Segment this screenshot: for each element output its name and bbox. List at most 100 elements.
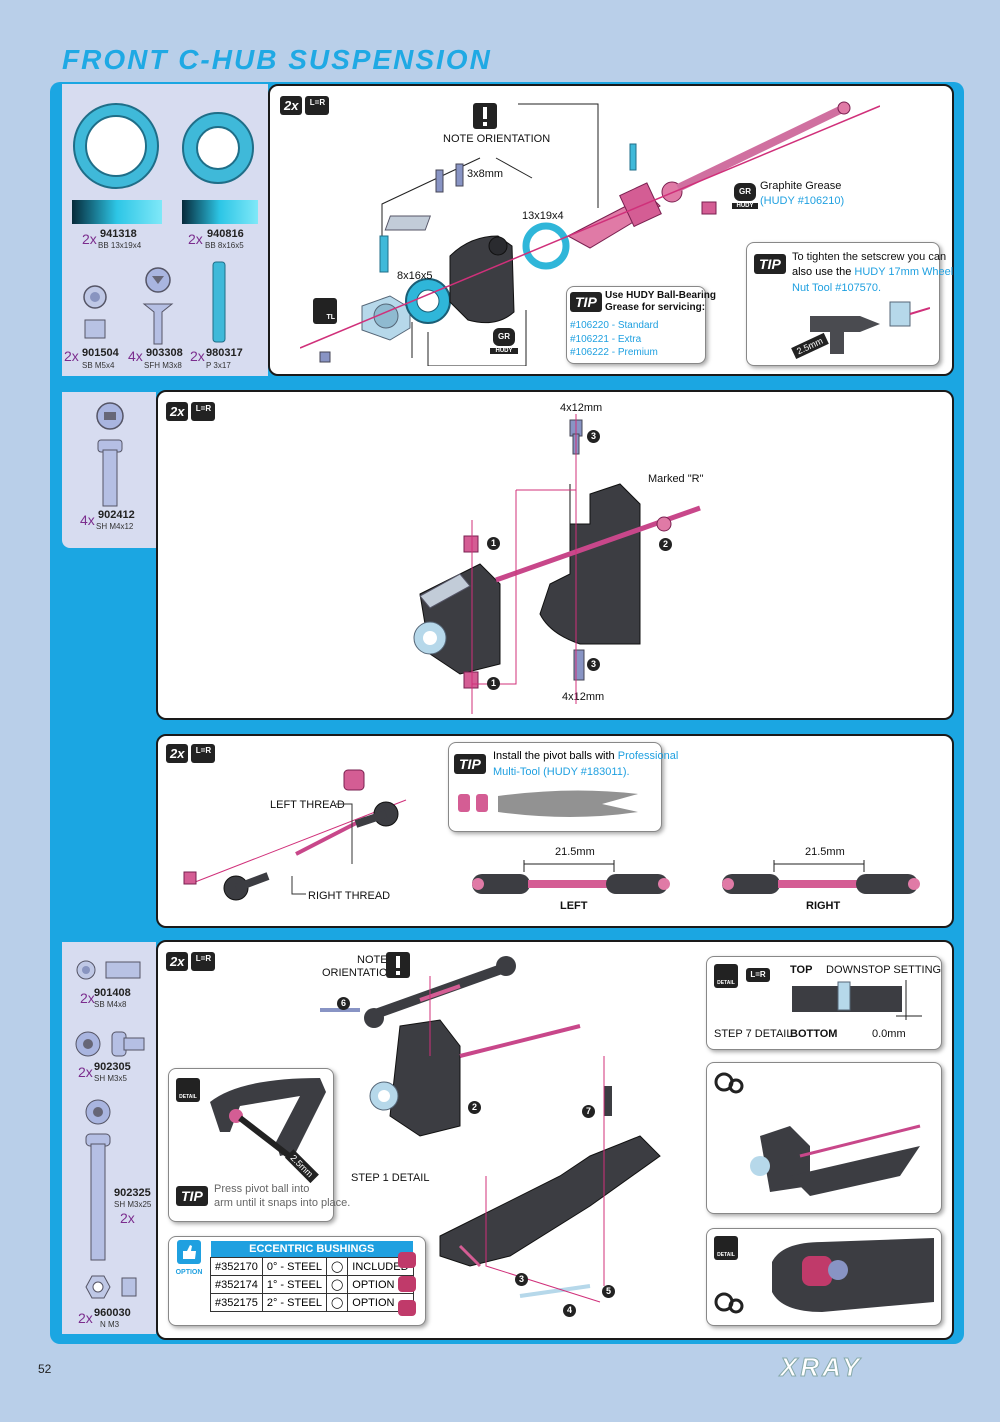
part-desc: P 3x17 bbox=[206, 361, 231, 370]
bearing-size-label: 13x19x4 bbox=[522, 210, 564, 222]
table-cell: 2° - STEEL bbox=[261, 1293, 327, 1312]
thumbs-up-icon bbox=[177, 1240, 201, 1264]
step-marker: 3 bbox=[587, 658, 600, 671]
detail-icon: DETAIL bbox=[176, 1078, 200, 1102]
bottom-label: BOTTOM bbox=[790, 1028, 838, 1040]
detail-icon: DETAIL bbox=[714, 1236, 738, 1260]
bearing-size-label: 8x16x5 bbox=[397, 270, 433, 282]
tip-text-link: HUDY 17mm Wheel bbox=[854, 266, 954, 278]
part-number: 980317 bbox=[206, 347, 243, 359]
tip-text: To tighten the setscrew you can bbox=[792, 251, 947, 263]
step-marker: 3 bbox=[587, 430, 600, 443]
table-cell: 0° - STEEL bbox=[261, 1257, 327, 1276]
lr-badge: L=R bbox=[191, 402, 216, 421]
tip-text-line: Install the pivot balls with Professiona… bbox=[493, 750, 678, 762]
page-number: 52 bbox=[38, 1362, 52, 1376]
turnbuckle-exploded-diagram bbox=[183, 769, 407, 901]
graphite-grease-label: Graphite Grease bbox=[760, 180, 842, 192]
step-marker: 2 bbox=[468, 1101, 481, 1114]
part-desc: BB 13x19x4 bbox=[98, 241, 142, 250]
graphite-grease-pn: (HUDY #106210) bbox=[760, 195, 845, 207]
step4-exploded-diagram bbox=[320, 956, 661, 1303]
socket-screw-icon bbox=[96, 402, 124, 507]
part-qty: 4x bbox=[128, 348, 143, 364]
table-cell: #352175 bbox=[210, 1293, 263, 1312]
bearing-side-1 bbox=[72, 200, 162, 224]
right-thread-label: RIGHT THREAD bbox=[308, 890, 391, 902]
detail-icon: DETAIL bbox=[714, 964, 738, 988]
lr-badge: L=R bbox=[746, 968, 770, 982]
lr-badge: L=R bbox=[191, 952, 216, 971]
ball-stud-icon bbox=[76, 960, 141, 980]
detail-label: DETAIL bbox=[717, 980, 735, 986]
part-desc: SB M4x8 bbox=[94, 1000, 127, 1009]
gr-label: GR bbox=[734, 183, 756, 201]
part-number: 903308 bbox=[146, 347, 183, 359]
step1-exploded-diagram bbox=[300, 101, 880, 366]
tip-text: Grease for servicing: bbox=[605, 302, 706, 313]
step-marker: 1 bbox=[487, 537, 500, 550]
table-cell: OPTION bbox=[347, 1293, 414, 1312]
part-number: 960030 bbox=[94, 1307, 131, 1319]
screw-size-label: 4x12mm bbox=[562, 691, 605, 703]
tip-text: Press pivot ball into bbox=[214, 1183, 310, 1195]
note-orientation-label: NOTE ORIENTATION bbox=[443, 133, 551, 145]
grease-option: #106220 - Standard bbox=[570, 320, 659, 331]
step2-exploded-diagram bbox=[413, 414, 701, 714]
assembled-check-icon bbox=[714, 1072, 744, 1094]
tip-icon: TIP bbox=[570, 292, 602, 312]
setscrew-icon bbox=[83, 285, 107, 339]
screw-size-label: 4x12mm bbox=[560, 402, 603, 414]
part-qty: 2x bbox=[188, 231, 203, 247]
step-marker: 7 bbox=[582, 1105, 595, 1118]
qty-badge: 2x bbox=[166, 952, 189, 971]
top-label: TOP bbox=[790, 964, 813, 976]
step-marker: 2 bbox=[659, 538, 672, 551]
cap-screw-icon bbox=[75, 1031, 145, 1057]
length-dimension: 21.5mm bbox=[555, 846, 595, 858]
grease-icon: GR HUDY bbox=[490, 328, 518, 354]
long-screw-icon bbox=[85, 1099, 111, 1261]
bushing-2-icon: ◯ bbox=[325, 1293, 349, 1312]
detail-label: DETAIL bbox=[717, 1252, 735, 1258]
grease-option: #106221 - Extra bbox=[570, 334, 642, 345]
table-cell: INCLUDED bbox=[347, 1257, 414, 1276]
qty-badge: 2x bbox=[166, 402, 189, 421]
detail-label: DETAIL bbox=[179, 1094, 197, 1100]
tip-icon: TIP bbox=[176, 1186, 208, 1206]
tip-text: Install the pivot balls with bbox=[493, 750, 615, 762]
qty-badge: 2x bbox=[280, 96, 303, 115]
part-number: 941318 bbox=[100, 228, 137, 240]
pin-icon bbox=[212, 261, 226, 343]
step2-card bbox=[156, 390, 954, 720]
bushing-closeup-illustration bbox=[772, 1238, 934, 1312]
lr-badge: L=R bbox=[305, 96, 330, 115]
part-qty: 2x bbox=[82, 231, 97, 247]
part-qty: 4x bbox=[80, 512, 95, 528]
bushing-icons bbox=[398, 1252, 416, 1316]
warning-icon bbox=[386, 952, 410, 978]
left-label: LEFT bbox=[560, 900, 588, 912]
gr-label: GR bbox=[493, 328, 515, 346]
lr-badge: L=R bbox=[191, 744, 216, 763]
part-number: 902412 bbox=[98, 509, 135, 521]
page-title: FRONT C-HUB SUSPENSION bbox=[62, 44, 492, 75]
graphite-grease-icon: GR HUDY bbox=[732, 183, 758, 213]
qty-badge: 2x bbox=[166, 744, 189, 763]
turnbuckle-left-assembly bbox=[472, 860, 670, 894]
bearing-13x19-icon bbox=[73, 103, 159, 189]
tl-icon: TL bbox=[313, 298, 337, 324]
xray-logo: XRAY bbox=[779, 1352, 863, 1383]
part-number: 902305 bbox=[94, 1061, 131, 1073]
grease-option: #106222 - Premium bbox=[570, 347, 658, 358]
table-cell: #352174 bbox=[210, 1275, 263, 1294]
part-desc: SH M4x12 bbox=[96, 522, 134, 531]
step-marker: 3 bbox=[515, 1273, 528, 1286]
length-dimension: 21.5mm bbox=[805, 846, 845, 858]
tip-text: also use the bbox=[792, 266, 852, 278]
option-label: OPTION bbox=[175, 1269, 203, 1276]
